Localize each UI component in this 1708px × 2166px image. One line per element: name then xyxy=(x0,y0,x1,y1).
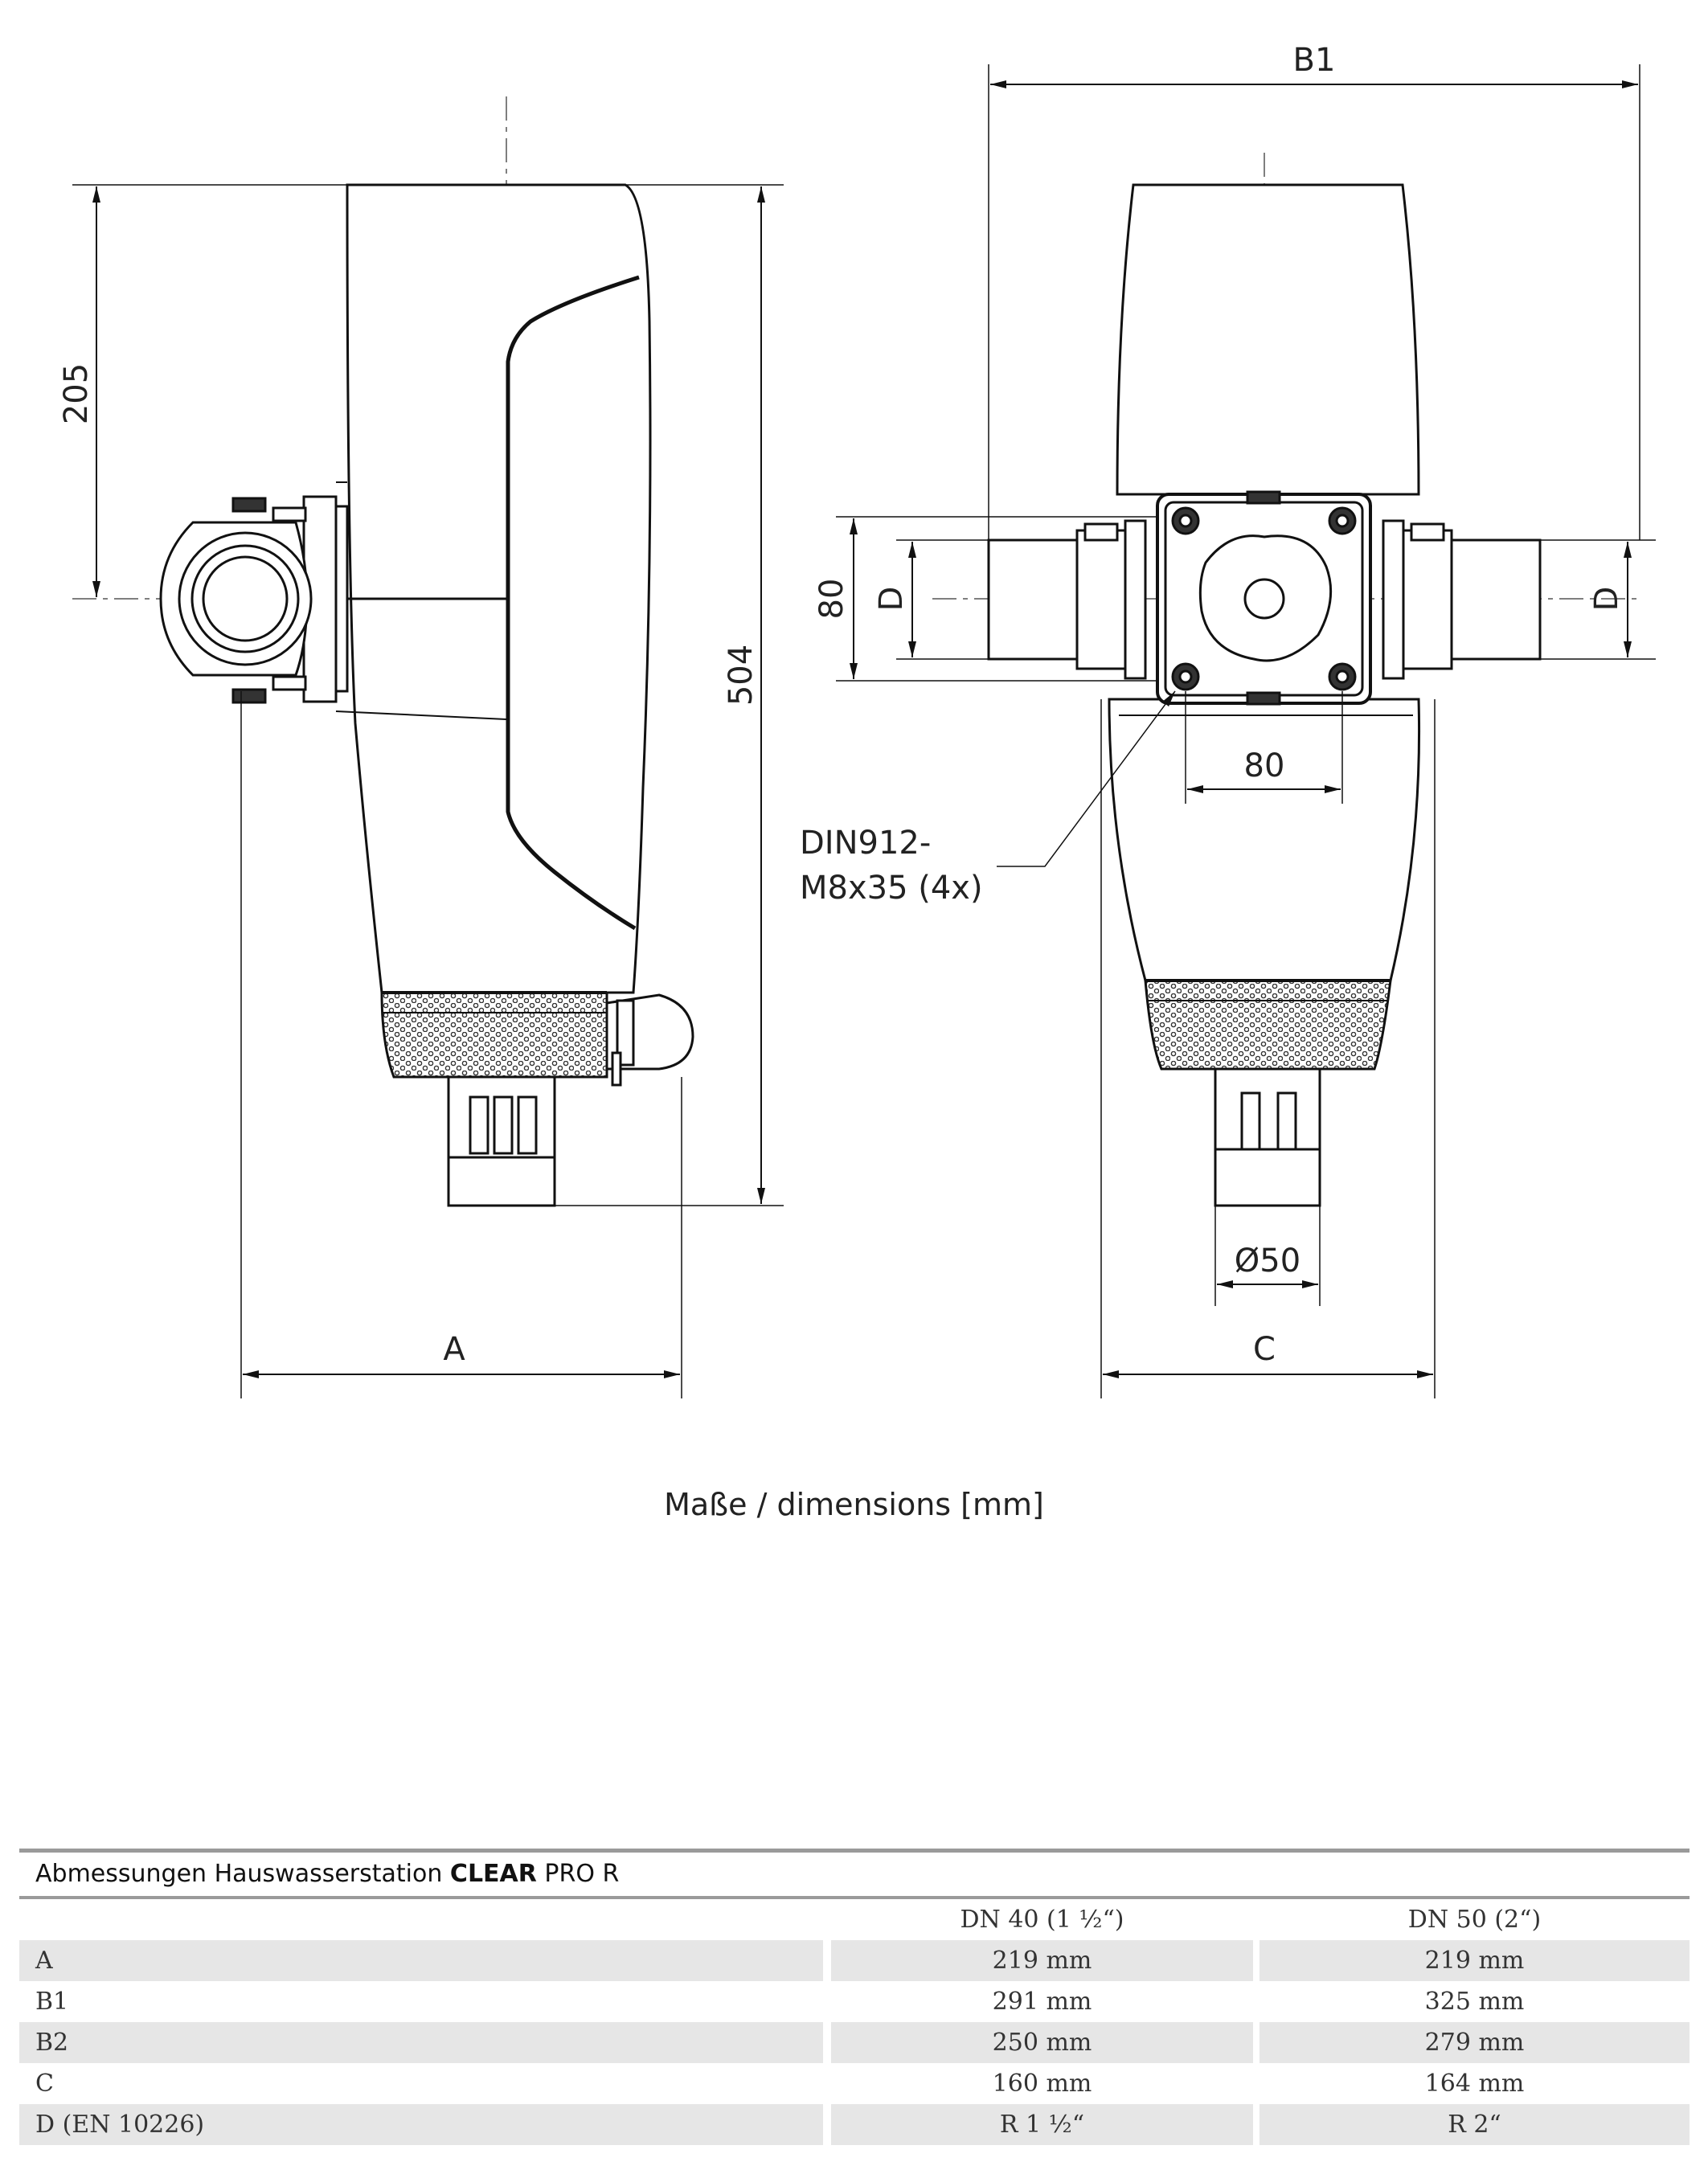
dim-b1-label: B1 xyxy=(1293,42,1336,79)
table-cell: B1 xyxy=(35,1988,69,2016)
table-row: A 219 mm 219 mm xyxy=(19,1940,1690,1981)
dimensions-table: Abmessungen Hauswasserstation CLEAR PRO … xyxy=(19,1849,1690,2145)
table-cell: D (EN 10226) xyxy=(19,2104,823,2145)
front-dimensions xyxy=(836,64,1656,1398)
dim-d-right-label: D xyxy=(1588,587,1625,612)
table-cell: A xyxy=(19,1940,823,1981)
table-cell: 160 mm xyxy=(992,2070,1092,2098)
housing-window xyxy=(506,275,640,931)
side-dimensions xyxy=(72,184,784,1398)
table-cell: C xyxy=(35,2070,54,2098)
dim-80-vertical-label: 80 xyxy=(813,579,850,620)
front-view xyxy=(932,153,1640,1207)
table-row: B2 250 mm 279 mm xyxy=(19,2022,1690,2063)
table-cell: 250 mm xyxy=(831,2022,1253,2063)
table-cell: 164 mm xyxy=(1424,2070,1525,2098)
table-cell: 219 mm xyxy=(1259,1940,1690,1981)
dim-a-label: A xyxy=(443,1331,465,1368)
dim-80-horizontal-label: 80 xyxy=(1244,747,1285,784)
table-cell: R 2“ xyxy=(1259,2104,1690,2145)
table-cell: 291 mm xyxy=(992,1988,1092,2016)
dim-diameter-label: Ø50 xyxy=(1235,1243,1300,1280)
table-header-row: DN 40 (1 ½“) DN 50 (2“) xyxy=(19,1899,1690,1940)
filter-housing-front xyxy=(1116,183,1420,496)
dim-d-left-label: D xyxy=(873,587,910,612)
callout-text-line1: DIN912- xyxy=(800,825,931,862)
filter-housing-side xyxy=(346,183,652,994)
table-row: D (EN 10226) R 1 ½“ R 2“ xyxy=(19,2104,1690,2145)
table-cell: B2 xyxy=(19,2022,823,2063)
dim-504-label: 504 xyxy=(723,645,760,706)
table-cell: 219 mm xyxy=(831,1940,1253,1981)
table-row: B1 291 mm 325 mm xyxy=(19,1981,1690,2022)
table-cell: R 1 ½“ xyxy=(831,2104,1253,2145)
table-header-dn40: DN 40 (1 ½“) xyxy=(960,1906,1124,1934)
callout-leader xyxy=(997,690,1176,867)
dim-205-label: 205 xyxy=(58,363,95,424)
front-left-fitting xyxy=(987,538,1079,661)
table-cell: 325 mm xyxy=(1424,1988,1525,2016)
table-header-dn50: DN 50 (2“) xyxy=(1407,1906,1542,1934)
front-mesh-bowl xyxy=(1144,979,1392,1071)
table-title: Abmessungen Hauswasserstation CLEAR PRO … xyxy=(19,1849,1690,1899)
table-row: C 160 mm 164 mm xyxy=(19,2063,1690,2104)
front-right-fitting xyxy=(1450,538,1542,661)
side-mesh-bowl xyxy=(380,991,608,1079)
dim-c-label: C xyxy=(1253,1331,1276,1368)
table-cell: 279 mm xyxy=(1259,2022,1690,2063)
callout-text-line2: M8x35 (4x) xyxy=(800,870,983,907)
table-header-cell xyxy=(19,1899,823,1940)
dimensions-caption: Maße / dimensions [mm] xyxy=(664,1487,1044,1522)
side-view xyxy=(72,96,694,1207)
technical-drawing: B1 205 504 80 D D 80 DIN912- M8x35 (4x) … xyxy=(58,42,1656,1398)
filter-housing-front-lower xyxy=(1108,698,1421,982)
